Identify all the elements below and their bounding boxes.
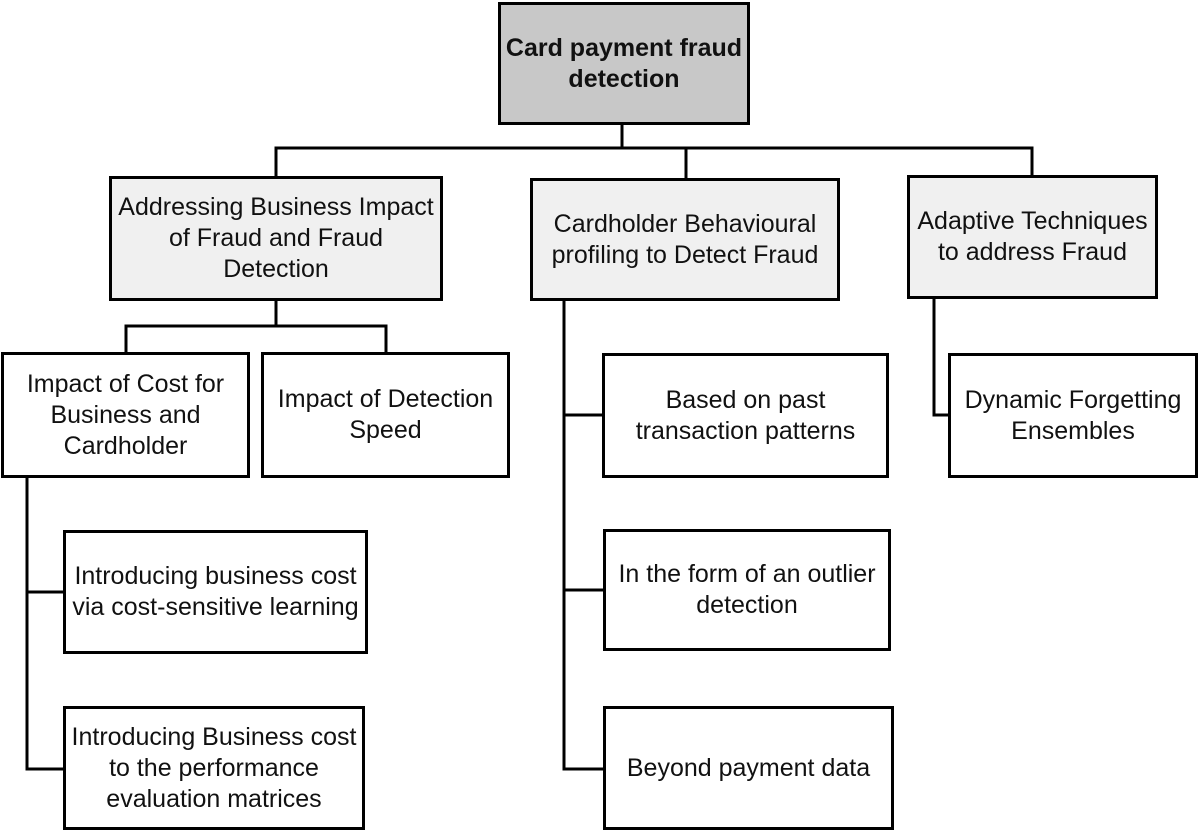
branch-node-adaptive-techniques: Adaptive Techniques to address Fraud xyxy=(907,175,1158,299)
root-node-card-payment-fraud-detection: Card payment fraud detection xyxy=(498,2,750,125)
connector-root-middle xyxy=(620,146,688,180)
connector-root-right xyxy=(620,146,1034,177)
node-beyond-payment-data: Beyond payment data xyxy=(603,706,894,830)
node-dynamic-forgetting-ensembles: Dynamic Forgetting Ensembles xyxy=(948,353,1198,478)
node-impact-of-detection-speed: Impact of Detection Speed xyxy=(261,352,510,478)
node-cost-sensitive-learning: Introducing business cost via cost-sensi… xyxy=(63,530,368,654)
node-impact-of-cost: Impact of Cost for Business and Cardhold… xyxy=(1,352,250,478)
node-past-transaction-patterns: Based on past transaction patterns xyxy=(602,353,889,478)
branch-node-business-impact: Addressing Business Impact of Fraud and … xyxy=(109,176,443,301)
node-performance-evaluation-matrices: Introducing Business cost to the perform… xyxy=(63,706,365,830)
node-outlier-detection: In the form of an outlier detection xyxy=(603,529,891,651)
connector-root-left xyxy=(274,146,624,178)
branch-node-behavioural-profiling: Cardholder Behavioural profiling to Dete… xyxy=(530,178,840,301)
